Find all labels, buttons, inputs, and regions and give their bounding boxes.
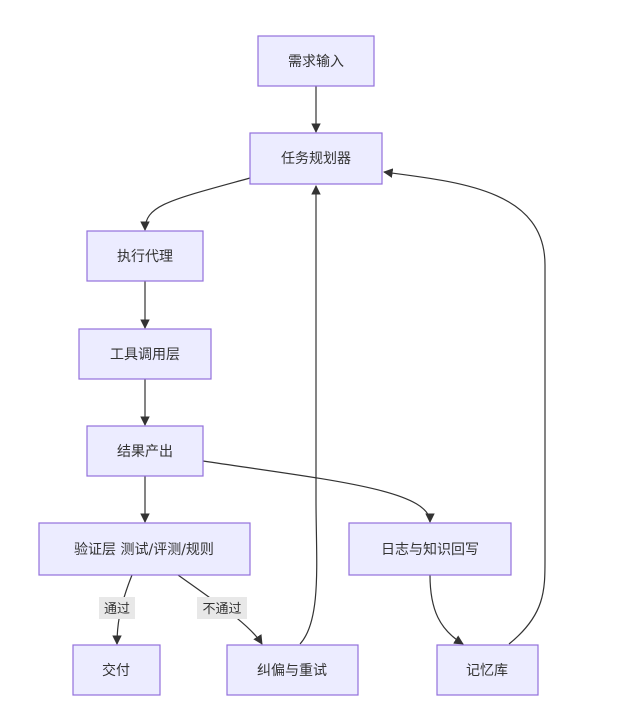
node-correct-label: 纠偏与重试	[257, 663, 327, 679]
node-tools-label: 工具调用层	[110, 347, 180, 363]
edge-label-fail: 不通过	[197, 597, 247, 619]
node-executor: 执行代理	[86, 230, 204, 282]
node-verify-label: 验证层 测试/评测/规则	[74, 542, 214, 558]
node-memory: 记忆库	[436, 644, 539, 696]
node-deliver: 交付	[72, 644, 161, 696]
node-result-label: 结果产出	[117, 444, 173, 460]
node-log: 日志与知识回写	[348, 522, 512, 576]
edge-correct-planner	[299, 185, 321, 645]
edge-label-fail-text: 不通过	[202, 602, 241, 617]
edge-planner-executor	[140, 177, 251, 231]
edge-log-memory	[429, 574, 464, 645]
edge-label-pass-text: 通过	[104, 602, 130, 617]
node-input-label: 需求输入	[288, 54, 344, 70]
node-planner: 任务规划器	[249, 132, 383, 185]
node-executor-label: 执行代理	[117, 249, 173, 265]
node-log-label: 日志与知识回写	[381, 541, 479, 558]
edge-result-log	[202, 460, 435, 523]
edges	[112, 86, 546, 645]
node-planner-label: 任务规划器	[281, 151, 351, 167]
node-deliver-label: 交付	[102, 662, 130, 679]
node-result: 结果产出	[86, 425, 204, 477]
edge-memory-planner	[383, 168, 546, 645]
node-verify: 验证层 测试/评测/规则	[38, 522, 251, 576]
node-correct: 纠偏与重试	[226, 644, 359, 696]
node-input: 需求输入	[257, 35, 375, 87]
node-memory-label: 记忆库	[466, 663, 508, 679]
edge-label-pass: 通过	[99, 597, 135, 619]
node-tools: 工具调用层	[78, 328, 212, 380]
